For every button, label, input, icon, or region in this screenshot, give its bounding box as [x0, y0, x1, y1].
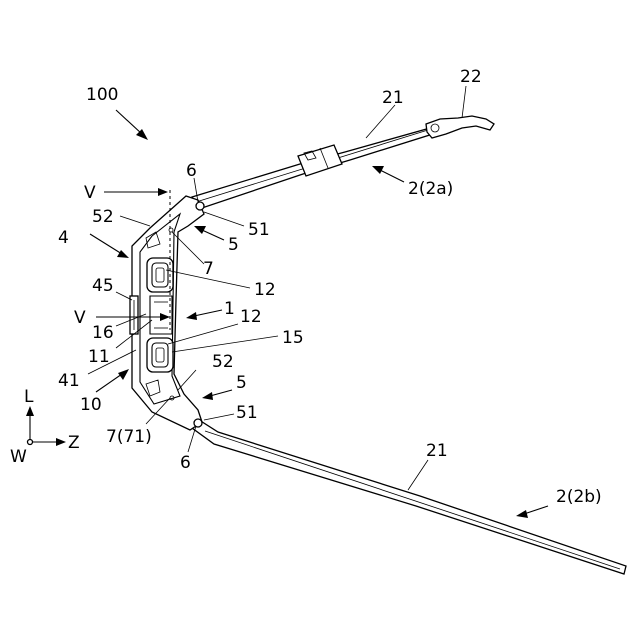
- label-12-mid: 12: [240, 307, 262, 327]
- label-15: 15: [282, 328, 304, 348]
- axis-label-z: Z: [68, 433, 80, 453]
- label-2a: 2(2a): [408, 179, 453, 199]
- axis-indicator: [26, 406, 66, 446]
- label-22: 22: [460, 67, 482, 87]
- label-v-top: V: [84, 183, 96, 203]
- label-51-bot: 51: [236, 403, 258, 423]
- label-10: 10: [80, 395, 102, 415]
- label-5-top: 5: [228, 235, 239, 255]
- label-1: 1: [224, 299, 235, 319]
- axis-label-w: W: [10, 447, 27, 467]
- label-52-top: 52: [92, 207, 114, 227]
- label-11: 11: [88, 347, 110, 367]
- label-2b: 2(2b): [556, 487, 602, 507]
- label-7-71: 7(71): [106, 427, 152, 447]
- label-21-bot: 21: [426, 441, 448, 461]
- label-100: 100: [86, 85, 118, 105]
- label-6-top: 6: [186, 161, 197, 181]
- label-12-top: 12: [254, 280, 276, 300]
- label-7: 7: [203, 259, 214, 279]
- axis-label-l: L: [24, 387, 34, 407]
- label-21-top: 21: [382, 88, 404, 108]
- label-6-bot: 6: [180, 453, 191, 473]
- label-4: 4: [58, 228, 69, 248]
- label-41: 41: [58, 371, 80, 391]
- label-16: 16: [92, 323, 114, 343]
- frame-body: [130, 196, 204, 430]
- label-52-bot: 52: [212, 352, 234, 372]
- label-51-top: 51: [248, 220, 270, 240]
- label-45: 45: [92, 276, 114, 296]
- reference-labels: 100 22 21 2(2a) 6 V 52 51 4 5 7 12 45 1 …: [10, 67, 602, 507]
- label-5-bot: 5: [236, 373, 247, 393]
- label-v-mid: V: [74, 308, 86, 328]
